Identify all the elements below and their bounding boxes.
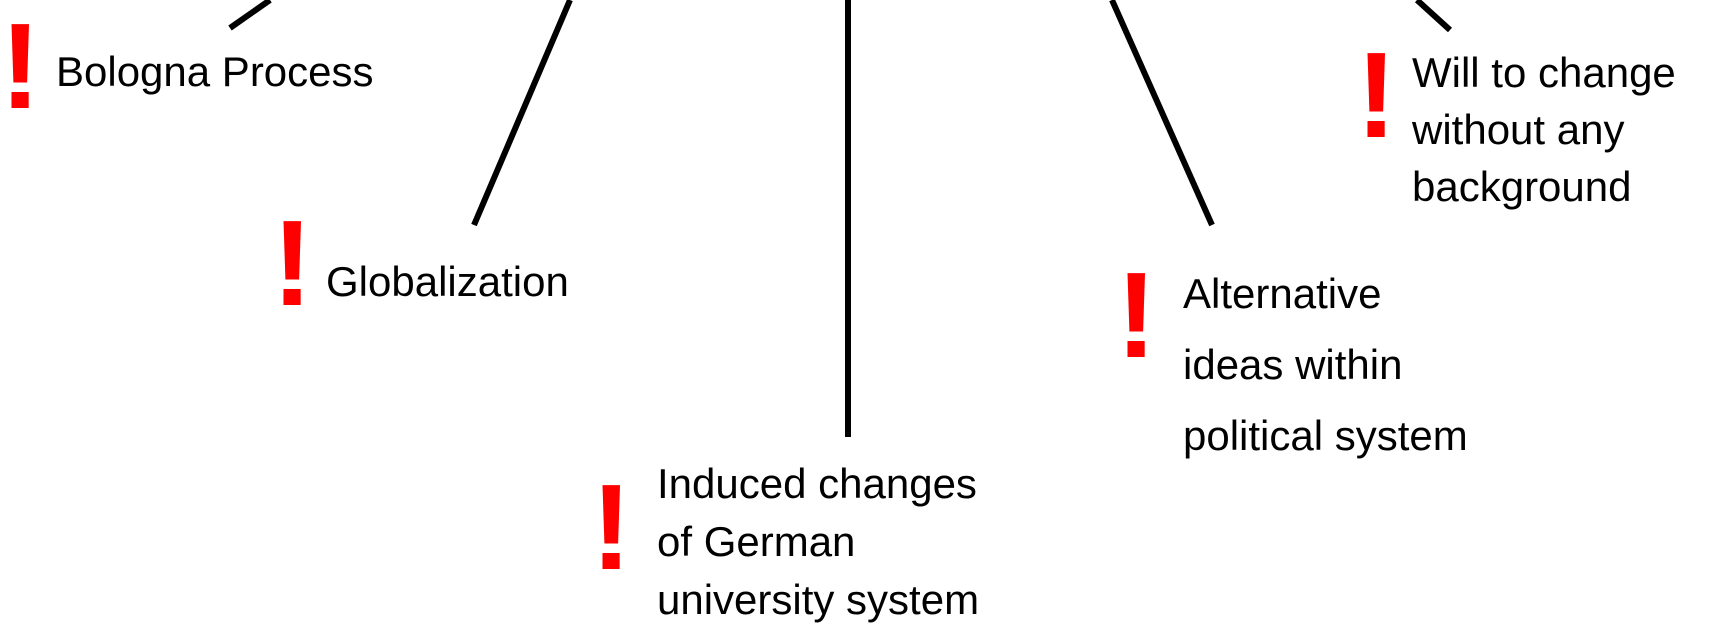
connector-alternative (1109, 0, 1215, 227)
connector-globalization (471, 0, 573, 227)
exclamation-icon: ! (1356, 27, 1397, 163)
node-label: Globalization (326, 258, 569, 305)
connector-will (1414, 0, 1453, 33)
connector-bologna (228, 0, 272, 31)
exclamation-icon: ! (1116, 247, 1157, 383)
exclamation-icon: ! (591, 459, 632, 595)
node-label: Alternative ideas within political syste… (1183, 270, 1468, 459)
node-label: Induced changes of German university sys… (657, 460, 980, 623)
node-label: Will to change without any background (1412, 49, 1676, 210)
exclamation-icon: ! (0, 0, 41, 134)
node-label: Bologna Process (56, 48, 374, 95)
exclamation-icon: ! (272, 195, 313, 331)
connector-lines (228, 0, 1453, 437)
